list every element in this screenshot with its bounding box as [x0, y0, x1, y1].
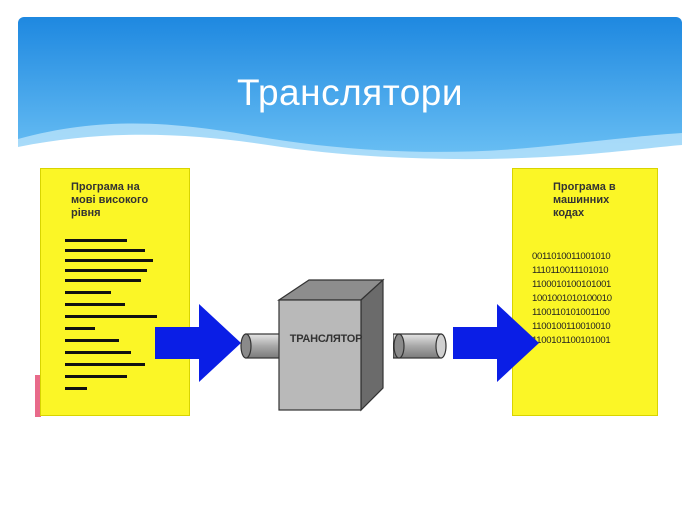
slide-decoration-edge	[35, 375, 41, 417]
machine-code-title-line: машинних	[553, 194, 610, 206]
code-line	[65, 303, 125, 306]
code-line	[65, 375, 127, 378]
translator-cube	[277, 278, 385, 412]
output-arrow	[453, 304, 539, 382]
high-level-program-title: Програма на мові високого рівня	[71, 181, 181, 220]
code-line	[65, 279, 141, 282]
code-line	[65, 269, 147, 272]
binary-line: 1100010100101001	[532, 279, 612, 290]
code-line	[65, 351, 131, 354]
binary-line: 1100101100101001	[532, 335, 611, 346]
translator-diagram: Програма на мові високого рівня	[35, 160, 659, 420]
high-level-program-panel: Програма на мові високого рівня	[40, 168, 190, 416]
machine-code-panel: Програма в машинних кодах 00110100110010…	[512, 168, 658, 416]
binary-line: 1100110101001100	[532, 307, 610, 318]
code-line	[65, 315, 157, 318]
slide-title: Транслятори	[236, 72, 464, 113]
high-level-title-line: мові високого	[71, 194, 149, 206]
translator-label: ТРАНСЛЯТОР	[289, 333, 363, 345]
code-line	[65, 249, 145, 252]
binary-line: 0011010011001010	[532, 251, 611, 262]
code-line	[65, 387, 87, 390]
machine-code-title-line: кодах	[553, 207, 585, 219]
slide-header: Транслятори	[18, 17, 682, 167]
header-background	[18, 17, 682, 167]
output-pipe	[393, 333, 447, 359]
code-line	[65, 291, 111, 294]
code-line	[65, 339, 119, 342]
binary-line: 1001001010100010	[532, 293, 612, 304]
binary-line: 1110110011101010	[532, 265, 609, 276]
high-level-title-line: Програма на	[71, 181, 140, 193]
code-line	[65, 327, 95, 330]
binary-line: 1100100110010010	[532, 321, 611, 332]
code-line	[65, 239, 127, 242]
input-arrow	[155, 304, 241, 382]
code-line	[65, 259, 153, 262]
machine-code-title-line: Програма в	[553, 181, 616, 193]
input-pipe	[240, 333, 282, 359]
code-line	[65, 363, 145, 366]
machine-code-title: Програма в машинних кодах	[553, 181, 653, 220]
high-level-title-line: рівня	[71, 207, 101, 219]
